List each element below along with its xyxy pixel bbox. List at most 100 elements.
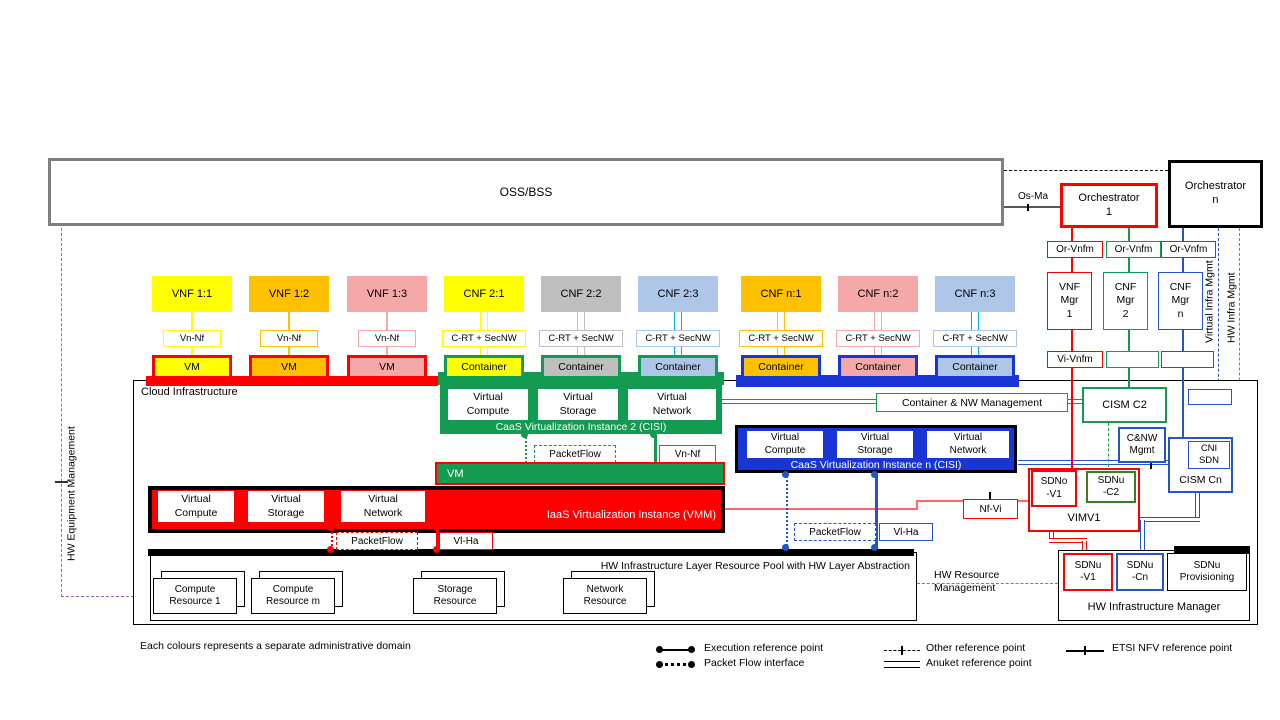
anuket-ref-icon — [884, 661, 920, 668]
caasn-vlha-dot-bottom — [871, 544, 878, 551]
vim-label: VIMV1 — [1067, 512, 1101, 524]
caas2-packetflow-dot-bottom — [521, 468, 528, 475]
cism-sdnu-double-v1 — [1195, 493, 1200, 520]
host-container-6: Container — [935, 355, 1015, 379]
hwim-label: HW Infrastructure Manager — [1087, 601, 1221, 613]
packetflow-ref-icon — [656, 659, 696, 671]
legend-packetflow-label: Packet Flow interface — [704, 657, 805, 669]
caas2-packetflow-dot-top — [521, 431, 528, 438]
crt-secnw-label-4: C-RT + SecNW — [739, 330, 823, 347]
vn-nf-label-3: Vn-Nf — [358, 330, 416, 347]
orchestrator-n-box: Orchestrator n — [1168, 160, 1263, 228]
os-ma-line — [1004, 206, 1060, 208]
empty-green-ref-box — [1106, 351, 1159, 368]
iaas-vlha-dot-top — [433, 524, 440, 531]
iaas-virtual-compute: Virtual Compute — [157, 490, 235, 523]
execution-ref-dot-left — [656, 646, 663, 653]
caasn-cism-anuket-tick — [1150, 459, 1152, 469]
cnf-mgr-n-box: CNF Mgr n — [1158, 272, 1203, 330]
nf-box-cnfn3: CNF n:3 — [935, 276, 1015, 312]
hw-pool-title: HW Infrastructure Layer Resource Pool wi… — [600, 559, 910, 572]
empty-blue-ref-box — [1161, 351, 1214, 368]
caas2-vnnf-dot-top — [650, 431, 657, 438]
compute-resource-m-box: Compute Resource m — [251, 578, 335, 614]
nf-box-vnf13: VNF 1:3 — [347, 276, 427, 312]
orchestrator-1-box: Orchestrator 1 — [1060, 183, 1158, 228]
cism-c2-box: CISM C2 — [1082, 387, 1167, 423]
iaas-packetflow-label: PacketFlow — [336, 532, 418, 550]
iaas-vlha-label: Vl-Ha — [439, 532, 493, 550]
vim-sdnu-double-h — [1049, 538, 1087, 543]
hw-equipment-mgmt-tick — [55, 481, 68, 483]
hw-resource-mgmt-label: HW Resource Management — [934, 568, 1000, 594]
nf-vi-label: Nf-Vi — [963, 499, 1018, 519]
empty-blue-ref-box-2 — [1188, 389, 1232, 405]
hw-equipment-mgmt-line-vertical — [61, 228, 62, 597]
vim-sdnu-double-v1 — [1049, 532, 1054, 542]
vm-bar: VM — [435, 462, 725, 485]
crt-secnw-label-5: C-RT + SecNW — [836, 330, 920, 347]
admin-domain-note: Each colours represents a separate admin… — [140, 639, 411, 652]
iaas-nfvi-line-jog — [916, 500, 918, 510]
nf-vi-tick — [989, 492, 991, 500]
host-container-2: Container — [541, 355, 621, 379]
host-container-5: Container — [838, 355, 918, 379]
os-ma-tick — [1027, 201, 1029, 211]
caasn-vlha-dot-top — [871, 471, 878, 478]
iaas-pedestal-bar — [146, 376, 438, 386]
iaas-packetflow-dot-top — [327, 524, 334, 531]
nf-box-cnf21: CNF 2:1 — [444, 276, 524, 312]
iaas-packetflow-line — [331, 529, 333, 550]
cism-sdnu-double-h — [1140, 517, 1200, 522]
other-ref-icon — [884, 646, 920, 656]
cism-c2-dashed-line — [1108, 423, 1109, 472]
sdnu-v1-box: SDNu -V1 — [1063, 553, 1113, 591]
hw-infra-mgmt-dashed-line — [1239, 228, 1240, 520]
or-vnfm-1-label: Or-Vnfm — [1047, 241, 1103, 258]
caasn-packetflow-line — [786, 473, 788, 550]
crt-secnw-label-3: C-RT + SecNW — [636, 330, 720, 347]
execution-ref-icon — [656, 644, 696, 656]
crt-secnw-label-1: C-RT + SecNW — [442, 330, 526, 347]
or-vnfm-n-label: Or-Vnfm — [1161, 241, 1216, 258]
packetflow-ref-dot-right — [688, 661, 695, 668]
vim-sdnu-double-v2 — [1082, 541, 1087, 553]
cnfmn-blue-line — [1182, 228, 1184, 437]
caas2-caption: CaaS Virtualization Instance 2 (CISI) — [495, 421, 667, 433]
iaas-virtual-storage: Virtual Storage — [247, 490, 325, 523]
hw-pool-bar — [148, 549, 914, 556]
etsi-ref-tick — [1084, 646, 1086, 655]
legend-other-label: Other reference point — [926, 642, 1026, 654]
legend-anuket-label: Anuket reference point — [926, 657, 1032, 669]
cism-sdnu-double-v2 — [1140, 520, 1145, 553]
caasn-virtual-network: Virtual Network — [926, 430, 1010, 459]
execution-ref-line — [658, 648, 694, 652]
etsi-ref-icon — [1066, 646, 1104, 656]
caasn-cism-anuket-line — [1018, 460, 1168, 465]
iaas-virtual-network: Virtual Network — [340, 490, 426, 523]
iaas-packetflow-dot-bottom — [327, 546, 334, 553]
caasn-virtual-storage: Virtual Storage — [836, 430, 914, 459]
host-container-3: Container — [638, 355, 718, 379]
virtual-infra-mgmt-label: Virtual Infra Mgmt — [1203, 260, 1216, 344]
storage-resource-box: Storage Resource — [413, 578, 497, 614]
crt-secnw-label-2: C-RT + SecNW — [539, 330, 623, 347]
host-container-1: Container — [444, 355, 524, 379]
host-vm-1: VM — [152, 355, 232, 379]
crt-secnw-label-6: C-RT + SecNW — [933, 330, 1017, 347]
oss-bss-box: OSS/BSS — [48, 158, 1004, 226]
compute-resource-1-box: Compute Resource 1 — [153, 578, 237, 614]
sdnu-provisioning-box: SDNu Provisioning — [1167, 553, 1247, 591]
caas2-virtual-storage: Virtual Storage — [538, 389, 618, 420]
legend-etsi-label: ETSI NFV reference point — [1112, 642, 1233, 654]
cloud-infrastructure-title: Cloud Infrastructure — [141, 386, 238, 398]
nf-box-cnfn1: CNF n:1 — [741, 276, 821, 312]
vnfm1-red-line — [1071, 228, 1073, 470]
network-resource-box: Network Resource — [563, 578, 647, 614]
or-vnfm-2-label: Or-Vnfm — [1106, 241, 1161, 258]
caasn-virtual-compute: Virtual Compute — [746, 430, 824, 459]
nf-box-cnf22: CNF 2:2 — [541, 276, 621, 312]
iaas-vlha-dot-bottom — [433, 546, 440, 553]
sdno-v1-box: SDNo -V1 — [1031, 470, 1077, 507]
